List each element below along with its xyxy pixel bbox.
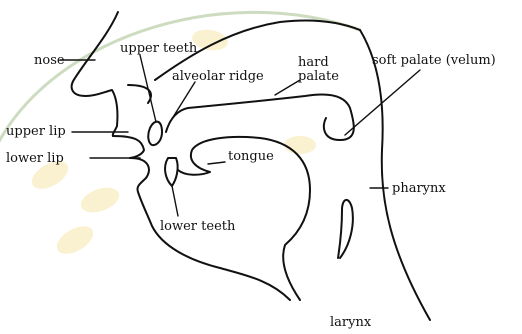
epiglottis-line — [338, 200, 353, 258]
pointer-alveolar-ridge — [170, 82, 195, 122]
label-larynx: larynx — [330, 315, 372, 330]
pointer-lower-teeth — [172, 186, 178, 216]
pharynx-wall-line — [360, 30, 430, 320]
pointer-upper-teeth — [140, 55, 156, 122]
lower-teeth-shape — [165, 158, 178, 186]
watermark-leaf — [77, 183, 122, 217]
label-nose: nose — [34, 53, 65, 68]
watermark-leaf — [52, 220, 98, 259]
label-alveolar-ridge: alveolar ridge — [172, 69, 264, 84]
pointer-tongue — [208, 162, 225, 164]
face-profile-line — [72, 12, 118, 136]
label-lower-lip: lower lip — [6, 151, 64, 166]
pointer-hard-palate — [275, 80, 300, 95]
label-soft-palate: soft palate (velum) — [372, 53, 496, 68]
label-hard-palate-line1: hard — [298, 55, 329, 70]
labels: nose upper teeth alveolar ridge hard pal… — [6, 41, 496, 330]
label-upper-lip: upper lip — [6, 124, 66, 139]
label-upper-teeth: upper teeth — [120, 41, 198, 56]
palate-line — [166, 95, 354, 141]
label-pharynx: pharynx — [392, 181, 446, 196]
watermark-leaf — [284, 136, 316, 154]
label-lower-teeth: lower teeth — [160, 219, 236, 234]
upper-lip-line — [113, 136, 144, 158]
label-hard-palate-line2: palate — [298, 69, 339, 84]
label-tongue: tongue — [228, 149, 274, 164]
upper-teeth-shape — [148, 122, 162, 146]
